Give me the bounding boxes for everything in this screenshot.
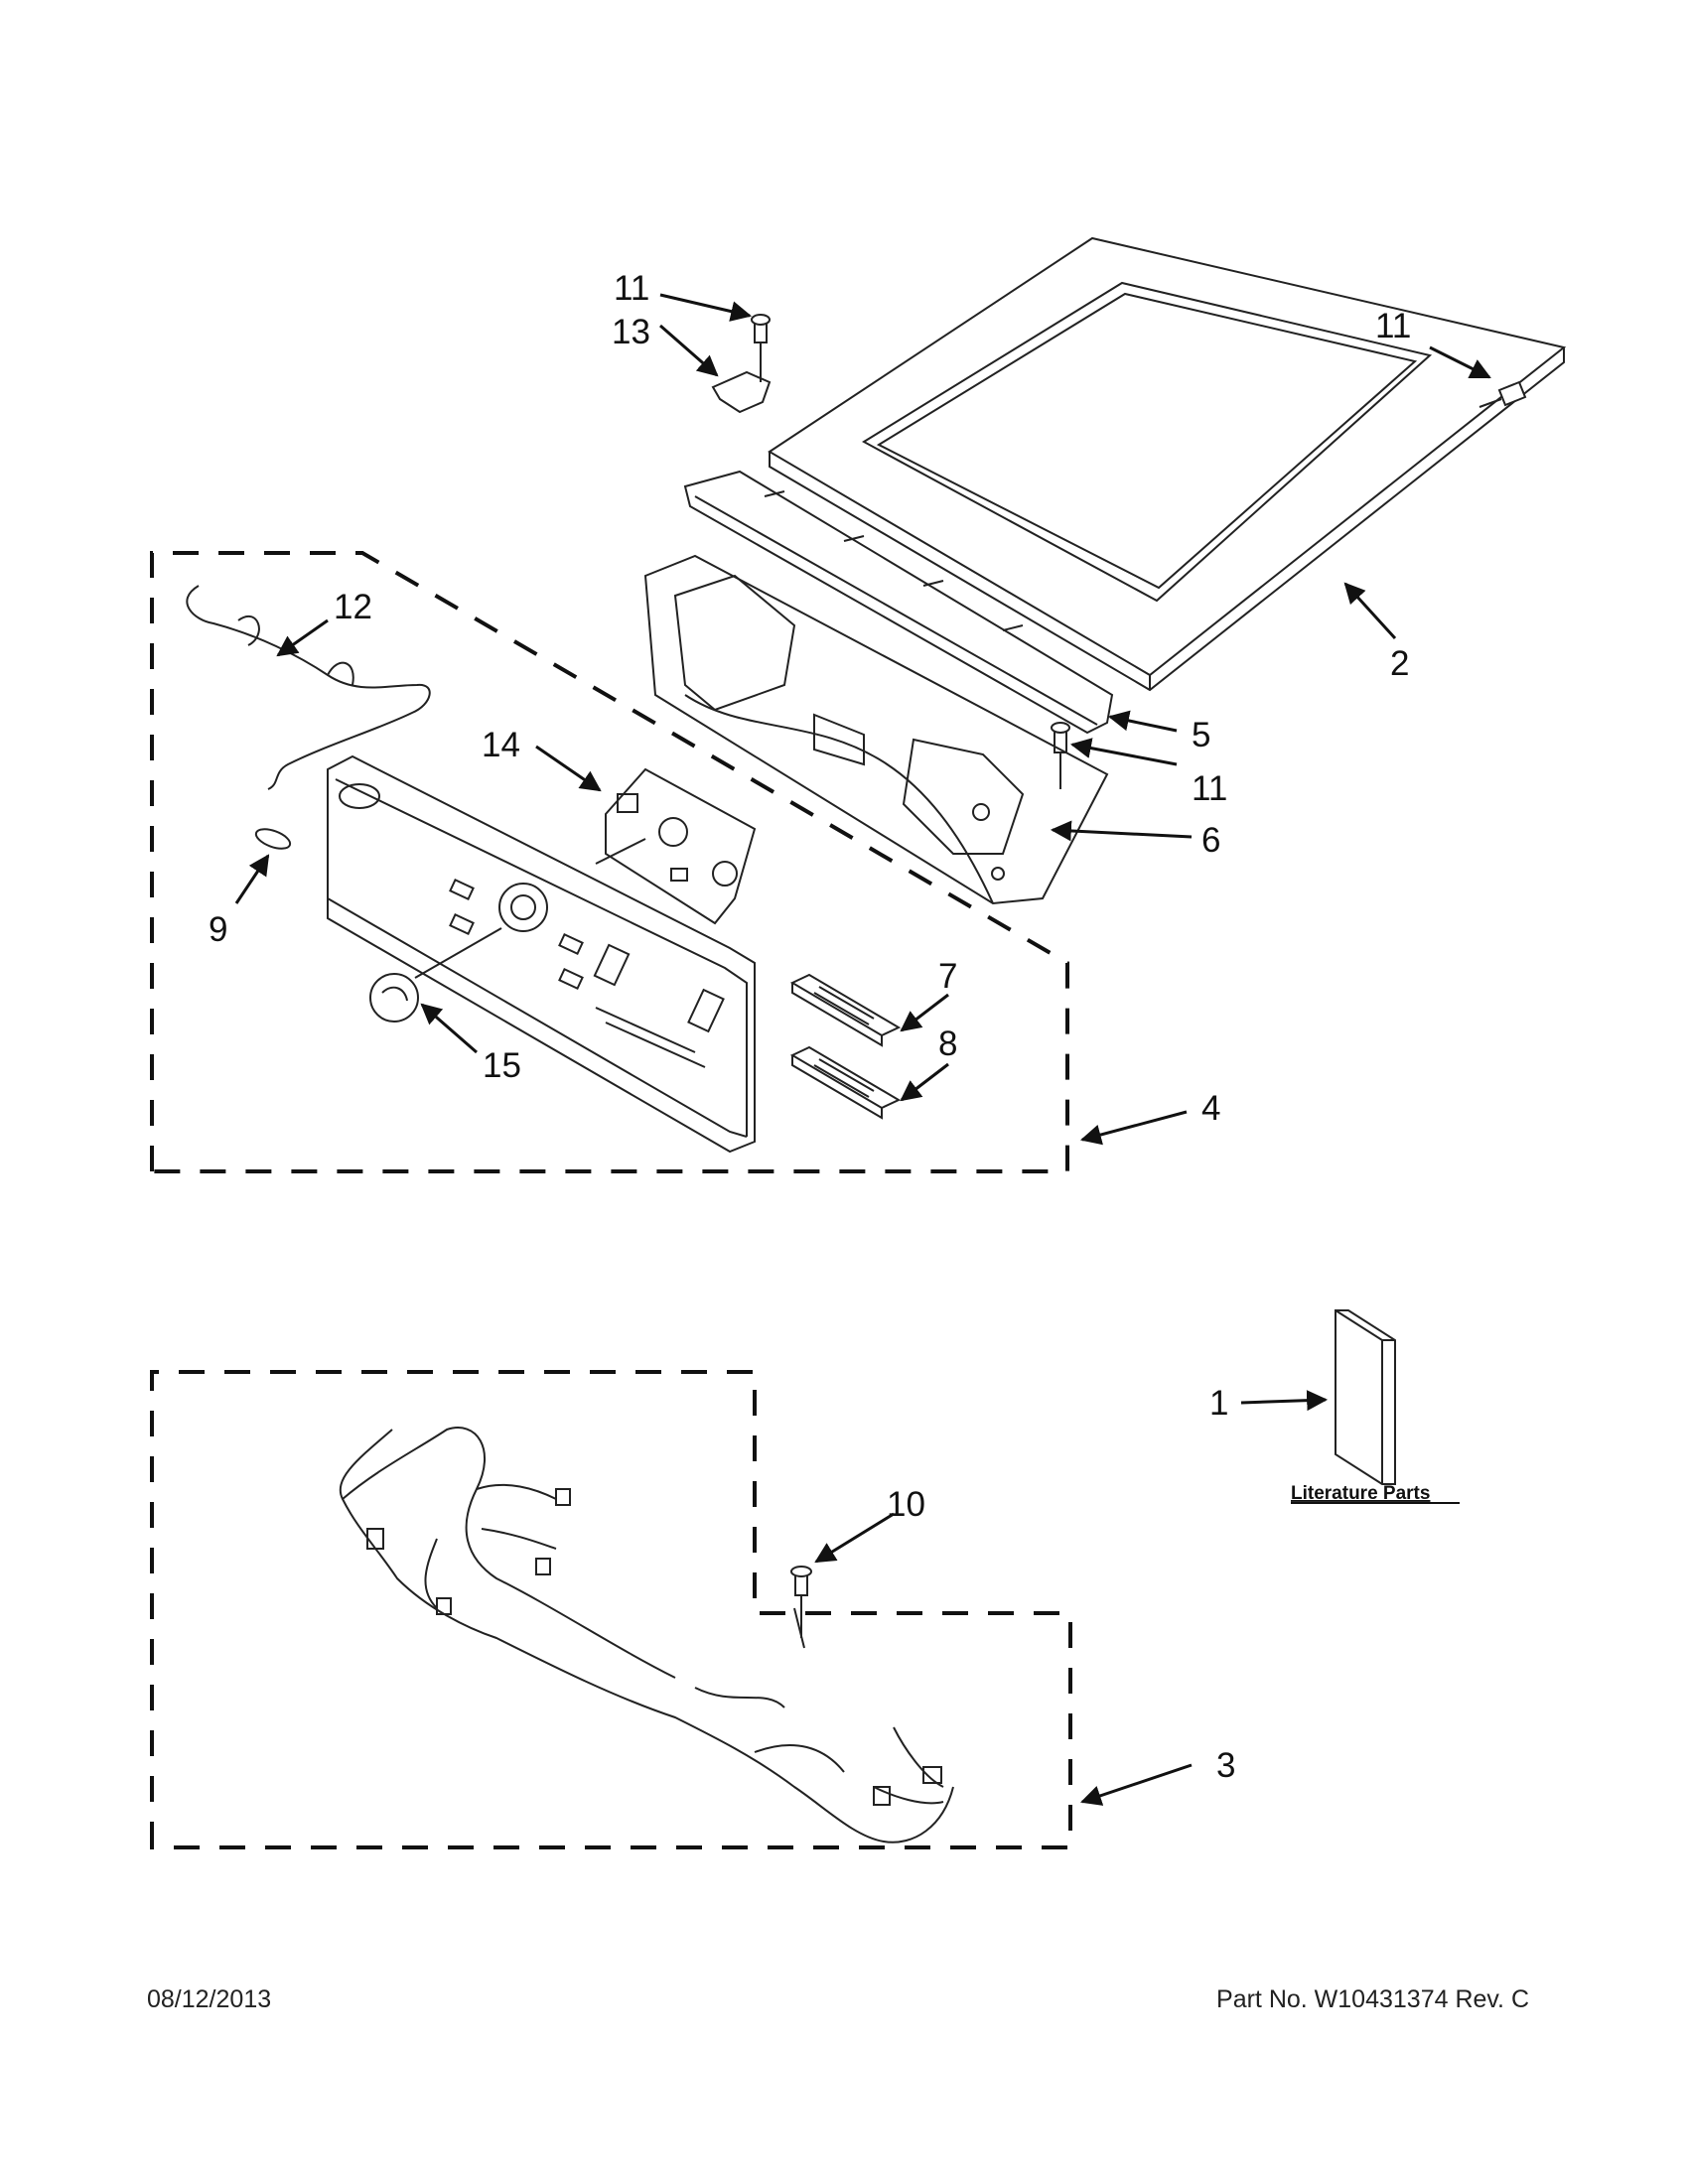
top-bracket-part xyxy=(683,470,1114,735)
screw-part-top xyxy=(751,314,771,382)
ribbon-cable-part-7 xyxy=(789,973,902,1047)
clip-part xyxy=(711,370,772,414)
leader-14 xyxy=(535,745,602,792)
leader-4 xyxy=(1079,1110,1188,1146)
leader-15 xyxy=(420,1003,478,1054)
callout-9: 9 xyxy=(209,910,227,949)
console-wire-harness-part xyxy=(186,585,431,790)
leader-11b xyxy=(1429,345,1491,379)
leader-1 xyxy=(1240,1390,1329,1412)
leader-7 xyxy=(900,993,949,1032)
leader-5 xyxy=(1107,710,1178,733)
callout-11a: 11 xyxy=(614,269,649,308)
callout-11c: 11 xyxy=(1192,769,1227,808)
screw-part-middle xyxy=(1051,722,1070,789)
leader-11a xyxy=(659,293,753,322)
callout-5: 5 xyxy=(1192,716,1210,754)
leader-8 xyxy=(900,1062,949,1102)
screw-part-right xyxy=(1478,380,1527,408)
top-panel-part xyxy=(768,236,1567,692)
console-bracket-part xyxy=(643,554,1109,905)
footer-part-number: Part No. W10431374 Rev. C xyxy=(1216,1985,1529,2013)
leader-13 xyxy=(659,324,719,377)
callout-10: 10 xyxy=(887,1485,925,1524)
callout-8: 8 xyxy=(938,1024,957,1063)
leader-11c xyxy=(1069,738,1178,766)
main-wire-harness-part xyxy=(339,1427,954,1843)
leader-10 xyxy=(814,1512,895,1564)
callout-1: 1 xyxy=(1209,1384,1228,1423)
callout-15: 15 xyxy=(483,1046,521,1085)
callout-6: 6 xyxy=(1201,821,1220,860)
console-panel-part xyxy=(327,754,756,1154)
callout-4: 4 xyxy=(1201,1089,1220,1128)
ribbon-cable-part-8 xyxy=(789,1045,902,1120)
footer-date: 08/12/2013 xyxy=(147,1985,272,2013)
callout-12: 12 xyxy=(334,588,372,626)
leader-2 xyxy=(1343,582,1397,640)
lens-part xyxy=(254,828,292,850)
callout-11b: 11 xyxy=(1375,307,1411,345)
leader-6 xyxy=(1050,820,1193,842)
wiring-harness-group-outline xyxy=(150,1370,1072,1849)
callout-2: 2 xyxy=(1390,644,1409,683)
literature-book-part xyxy=(1335,1309,1396,1485)
callout-13: 13 xyxy=(612,313,650,351)
leader-9 xyxy=(234,854,270,904)
console-assembly-group-outline xyxy=(150,551,1069,1173)
leader-12 xyxy=(276,618,329,657)
literature-parts-label: Literature Parts xyxy=(1291,1483,1430,1504)
leader-3 xyxy=(1080,1763,1193,1806)
knob-part xyxy=(369,973,419,1023)
callout-7: 7 xyxy=(938,957,957,996)
control-board-part xyxy=(595,767,757,925)
harness-screw-part xyxy=(790,1566,812,1638)
callout-3: 3 xyxy=(1216,1746,1235,1785)
callout-14: 14 xyxy=(482,726,520,764)
